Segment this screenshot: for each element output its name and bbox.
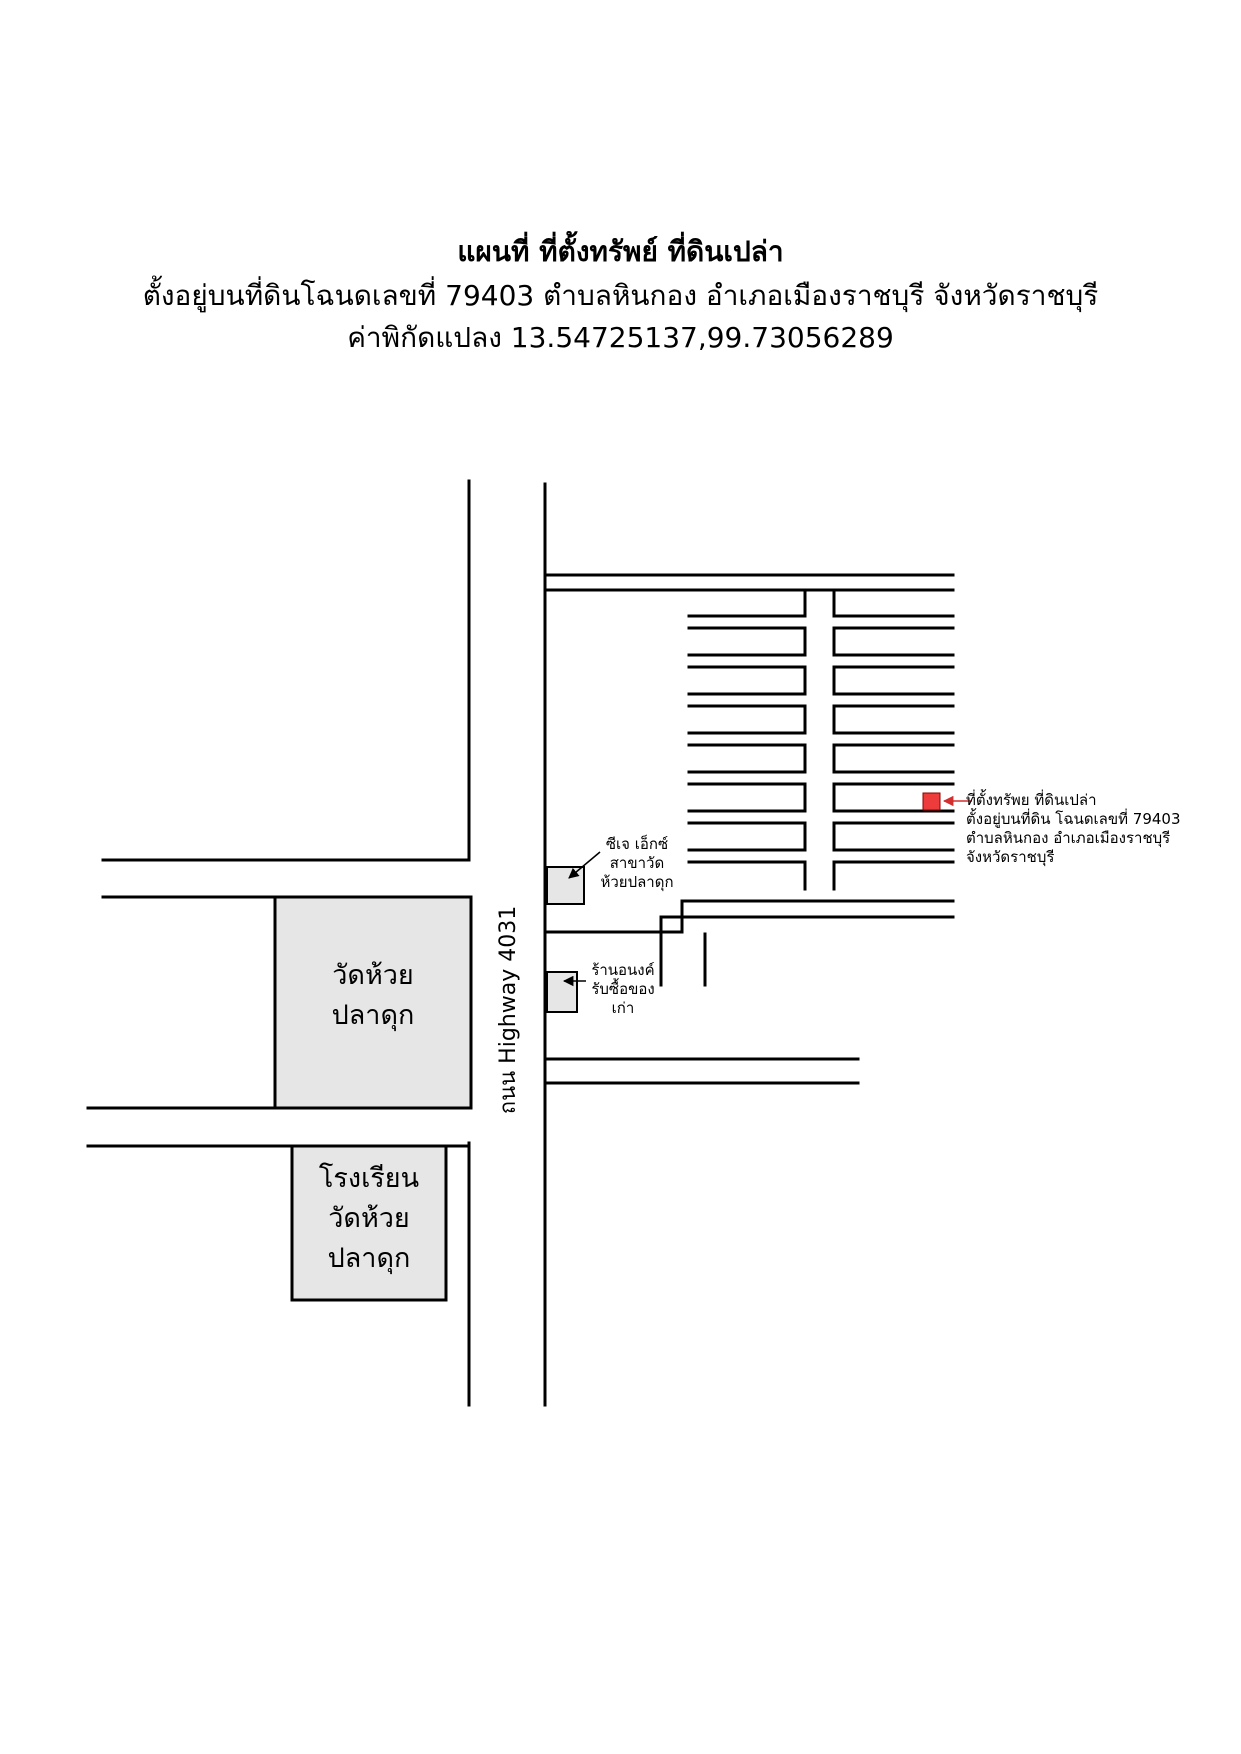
temple-label-line: ปลาดุก [331, 1000, 415, 1031]
cj-store-label: ซีเจ เอ็กซ์ สาขาวัด ห้วยปลาดุก [582, 835, 692, 892]
school-label-line: โรงเรียน [318, 1163, 420, 1194]
highway-label: ถนน Highway 4031 [496, 906, 521, 1114]
scrap-shop-label-line: เก่า [611, 999, 635, 1017]
property-label-line: จังหวัดราชบุรี [966, 848, 1055, 866]
cj-store-label-line: ซีเจ เอ็กซ์ [605, 835, 669, 853]
school-building [290, 1144, 448, 1302]
school-label-line: วัดห้วย [328, 1203, 410, 1234]
map-title: แผนที่ ที่ตั้งทรัพย์ ที่ดินเปล่า [457, 235, 784, 268]
scrap-shop-label-line: ร้านอนงค์ [591, 961, 655, 979]
property-location: ตั้งอยู่บนที่ดินโฉนดเลขที่ 79403 ตำบลหิน… [142, 279, 1099, 312]
scrap-shop-label-line: รับซื้อของ [591, 980, 655, 998]
village-lanes-west [687, 588, 807, 891]
cj-store-label-line: ห้วยปลาดุก [600, 873, 674, 891]
cj-store-arrow-icon [568, 851, 601, 879]
cj-store-building [546, 866, 585, 905]
scrap-shop-label: ร้านอนงค์ รับซื้อของ เก่า [572, 961, 674, 1018]
school-label: โรงเรียน วัดห้วย ปลาดุก [292, 1159, 446, 1279]
cj-store-label-line: สาขาวัด [609, 854, 665, 872]
scrap-shop-building [546, 971, 578, 1013]
property-label-line: ตั้งอยู่บนที่ดิน โฉนดเลขที่ 79403 [966, 810, 1181, 828]
property-coordinates: ค่าพิกัดแปลง 13.54725137,99.73056289 [347, 321, 894, 354]
road-network [86, 479, 955, 1407]
property-label: ที่ตั้งทรัพย ที่ดินเปล่า ตั้งอยู่บนที่ดิ… [966, 791, 1236, 867]
property-label-line: ที่ตั้งทรัพย ที่ดินเปล่า [966, 791, 1097, 809]
property-marker-icon [922, 792, 941, 811]
school-label-line: ปลาดุก [327, 1243, 411, 1274]
temple-building [273, 895, 473, 1110]
property-label-line: ตำบลหินกอง อำเภอเมืองราชบุรี [966, 829, 1171, 847]
village-south-loop [659, 915, 955, 987]
temple-label-line: วัดห้วย [332, 960, 414, 991]
temple-label: วัดห้วย ปลาดุก [275, 956, 471, 1036]
village-lanes-east [832, 588, 955, 891]
